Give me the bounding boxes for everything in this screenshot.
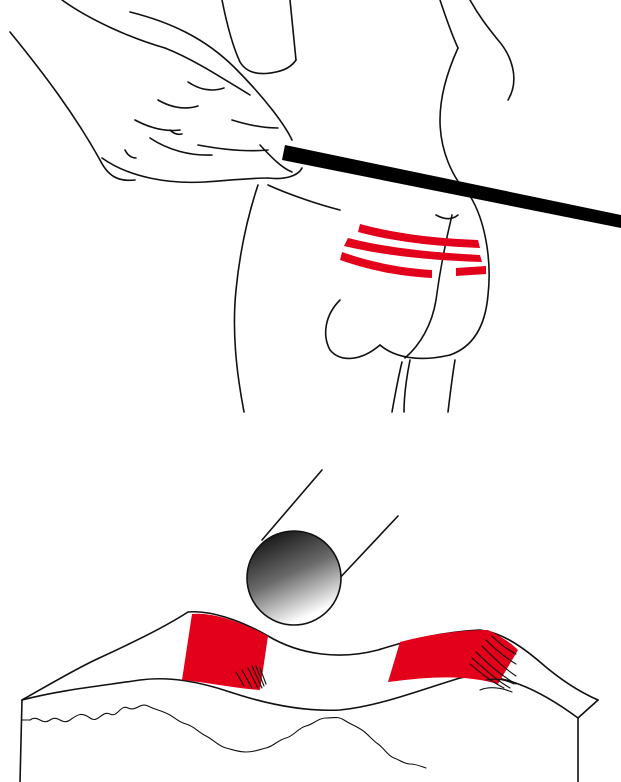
bruise-zone-left	[182, 614, 268, 690]
tramline-welts	[340, 224, 486, 278]
welt-lower-right	[456, 266, 486, 276]
bruise-zones	[182, 614, 518, 690]
skin-surface	[20, 612, 598, 782]
rod-cross-section	[247, 470, 398, 625]
rod-end	[247, 531, 341, 625]
bruise-zone-right	[388, 630, 518, 684]
lower-panel	[20, 470, 598, 782]
figure-outline	[222, 0, 514, 412]
upper-panel	[10, 0, 621, 412]
hand-holding-rod	[10, 0, 302, 182]
